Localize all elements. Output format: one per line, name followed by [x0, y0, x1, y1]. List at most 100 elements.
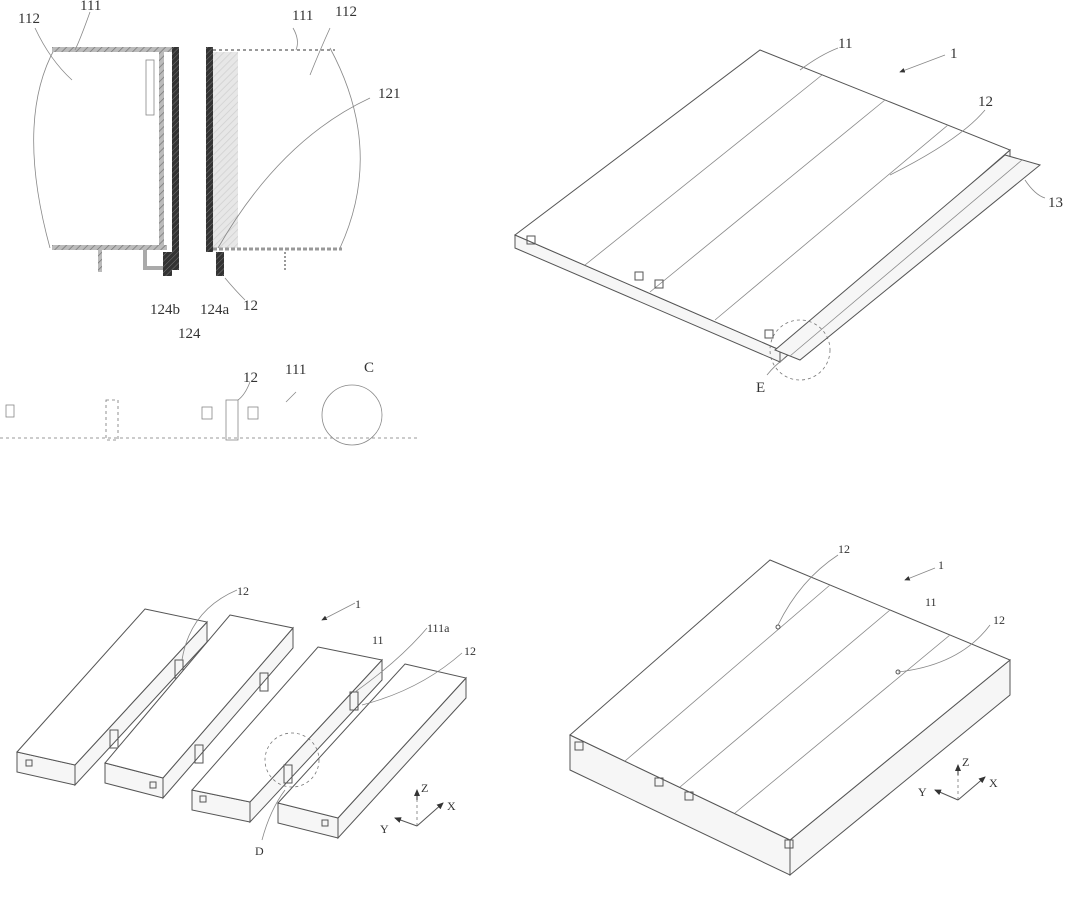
left-connector-foot: [163, 252, 172, 276]
pack-terminal: [574, 741, 584, 751]
left-inner-bracket: [145, 59, 155, 116]
leader-13: [1024, 179, 1046, 199]
arrow-1: [904, 567, 936, 581]
left-cell-outline: [33, 47, 56, 249]
label-d: D: [255, 844, 264, 858]
seam-line: [714, 124, 949, 321]
leader-12b: [897, 624, 991, 673]
leader-12: [224, 277, 246, 301]
terminal: [149, 781, 157, 789]
left-hook: [143, 250, 165, 270]
module-top: [16, 608, 208, 766]
axis-x-label: X: [447, 799, 456, 813]
connector-12: [109, 729, 119, 749]
section-figure: 112 111 111 112 121 124b 124a 12 124 12 …: [0, 0, 420, 446]
arrow-1: [899, 54, 946, 73]
left-side-wall: [159, 52, 164, 248]
module-2: [104, 614, 294, 800]
left-connector-plate: [172, 47, 179, 270]
strip-row: 12 111 C: [0, 360, 420, 446]
label-124b: 124b: [150, 302, 180, 318]
assembled-figure: 12 1 11 12 Z Y X: [569, 542, 1011, 877]
label-11: 11: [838, 36, 852, 52]
axis-y-arrow: [394, 817, 418, 827]
leader-strip-12: [237, 381, 251, 401]
pack-terminal: [654, 777, 664, 787]
label-13: 13: [1048, 195, 1063, 211]
label-strip-12: 12: [243, 370, 258, 386]
exploded-figure: 12 1 111a 11 12 D Z X Y: [16, 584, 476, 858]
leader-strip-111: [285, 391, 297, 403]
label-12a: 12: [838, 542, 850, 556]
axis-x-label: X: [989, 776, 998, 790]
leader-11: [799, 47, 839, 71]
label-12: 12: [243, 298, 258, 314]
label-124: 124: [178, 326, 201, 342]
label-11: 11: [925, 595, 937, 609]
terminal: [25, 759, 33, 767]
right-side-wall: [213, 52, 238, 248]
strip-clip: [5, 404, 15, 418]
label-detail-c: C: [364, 360, 374, 376]
axis-triad: Z Y X: [918, 755, 998, 801]
label-111-right: 111: [292, 8, 313, 24]
leader-12: [889, 109, 986, 176]
connector-12: [194, 744, 204, 764]
label-12: 12: [978, 94, 993, 110]
seam-line: [734, 634, 951, 814]
label-112-left: 112: [18, 11, 40, 27]
leader-111-left: [74, 11, 91, 51]
module-top: [104, 614, 294, 779]
strip-connector: [225, 399, 239, 441]
leader-121: [217, 97, 371, 249]
connector-12: [259, 672, 269, 692]
axis-z-label: Z: [421, 781, 428, 795]
axis-x-arrow: [957, 776, 986, 801]
leader-e: [766, 357, 786, 376]
connector-12: [283, 764, 293, 784]
arrow-1: [321, 602, 356, 621]
axis-x-arrow: [416, 802, 444, 827]
label-e: E: [756, 380, 765, 396]
pack-terminal: [684, 791, 694, 801]
left-bottom-wall: [52, 245, 167, 250]
module-3: [191, 646, 383, 824]
pack-terminal: [784, 839, 794, 849]
terminal: [321, 819, 329, 827]
plate-terminal: [526, 235, 536, 245]
plate-terminal: [654, 279, 664, 289]
strip-clip: [247, 406, 259, 420]
terminal: [199, 795, 207, 803]
label-12b: 12: [464, 644, 476, 658]
leader-12b: [361, 652, 463, 706]
leader-12a: [777, 554, 839, 626]
module-4: [277, 663, 467, 840]
label-111-left: 111: [80, 0, 101, 14]
label-12b: 12: [993, 613, 1005, 627]
axis-triad: Z X Y: [380, 781, 456, 836]
leader-111a: [354, 627, 428, 693]
module-top: [277, 663, 467, 819]
module-top: [191, 646, 383, 803]
label-1: 1: [355, 597, 361, 611]
label-12a: 12: [237, 584, 249, 598]
leader-112-left: [34, 27, 73, 81]
seam-line: [649, 99, 886, 293]
strip-clip: [105, 399, 119, 441]
axis-y-arrow: [934, 789, 959, 801]
leader-111-right: [292, 27, 298, 51]
axis-y-label: Y: [918, 785, 927, 799]
seam-line: [584, 74, 823, 266]
detail-circle-d: [264, 732, 320, 788]
label-1: 1: [938, 558, 944, 572]
leader-d: [261, 789, 286, 841]
right-connector-foot: [216, 252, 224, 276]
detail-circle-c: [321, 384, 383, 446]
label-strip-111: 111: [285, 362, 306, 378]
left-top-wall: [52, 47, 172, 52]
assembled-top-figure: 11 1 12 13 E: [514, 36, 1063, 396]
plate-terminal: [634, 271, 644, 281]
rail-13: [774, 154, 1042, 361]
axis-y-label: Y: [380, 822, 389, 836]
